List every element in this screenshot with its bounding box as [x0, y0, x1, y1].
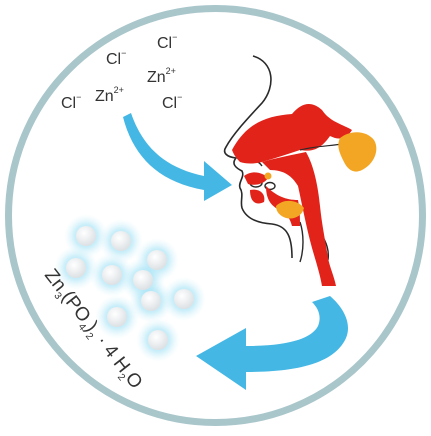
ion-zn-1: Zn2+: [95, 85, 124, 105]
face-outline: [223, 55, 293, 259]
ion-cl-3: Cl−: [61, 92, 81, 112]
ion-cl-1: Cl−: [106, 48, 126, 68]
ion-cl-4: Cl−: [162, 92, 182, 112]
airway-pathway: [232, 104, 352, 286]
nanoparticle-cluster-icon: [54, 214, 206, 362]
deposition-arrow-icon: [196, 296, 349, 390]
olfactory-bulb: [264, 132, 377, 219]
outer-ring: [5, 5, 426, 426]
ion-labels: Cl− Cl− Zn2+ Zn2+ Cl− Cl−: [61, 32, 182, 112]
inhalation-arrow-icon: [123, 113, 232, 201]
ion-zn-2: Zn2+: [147, 66, 176, 86]
ion-cl-2: Cl−: [157, 32, 177, 52]
